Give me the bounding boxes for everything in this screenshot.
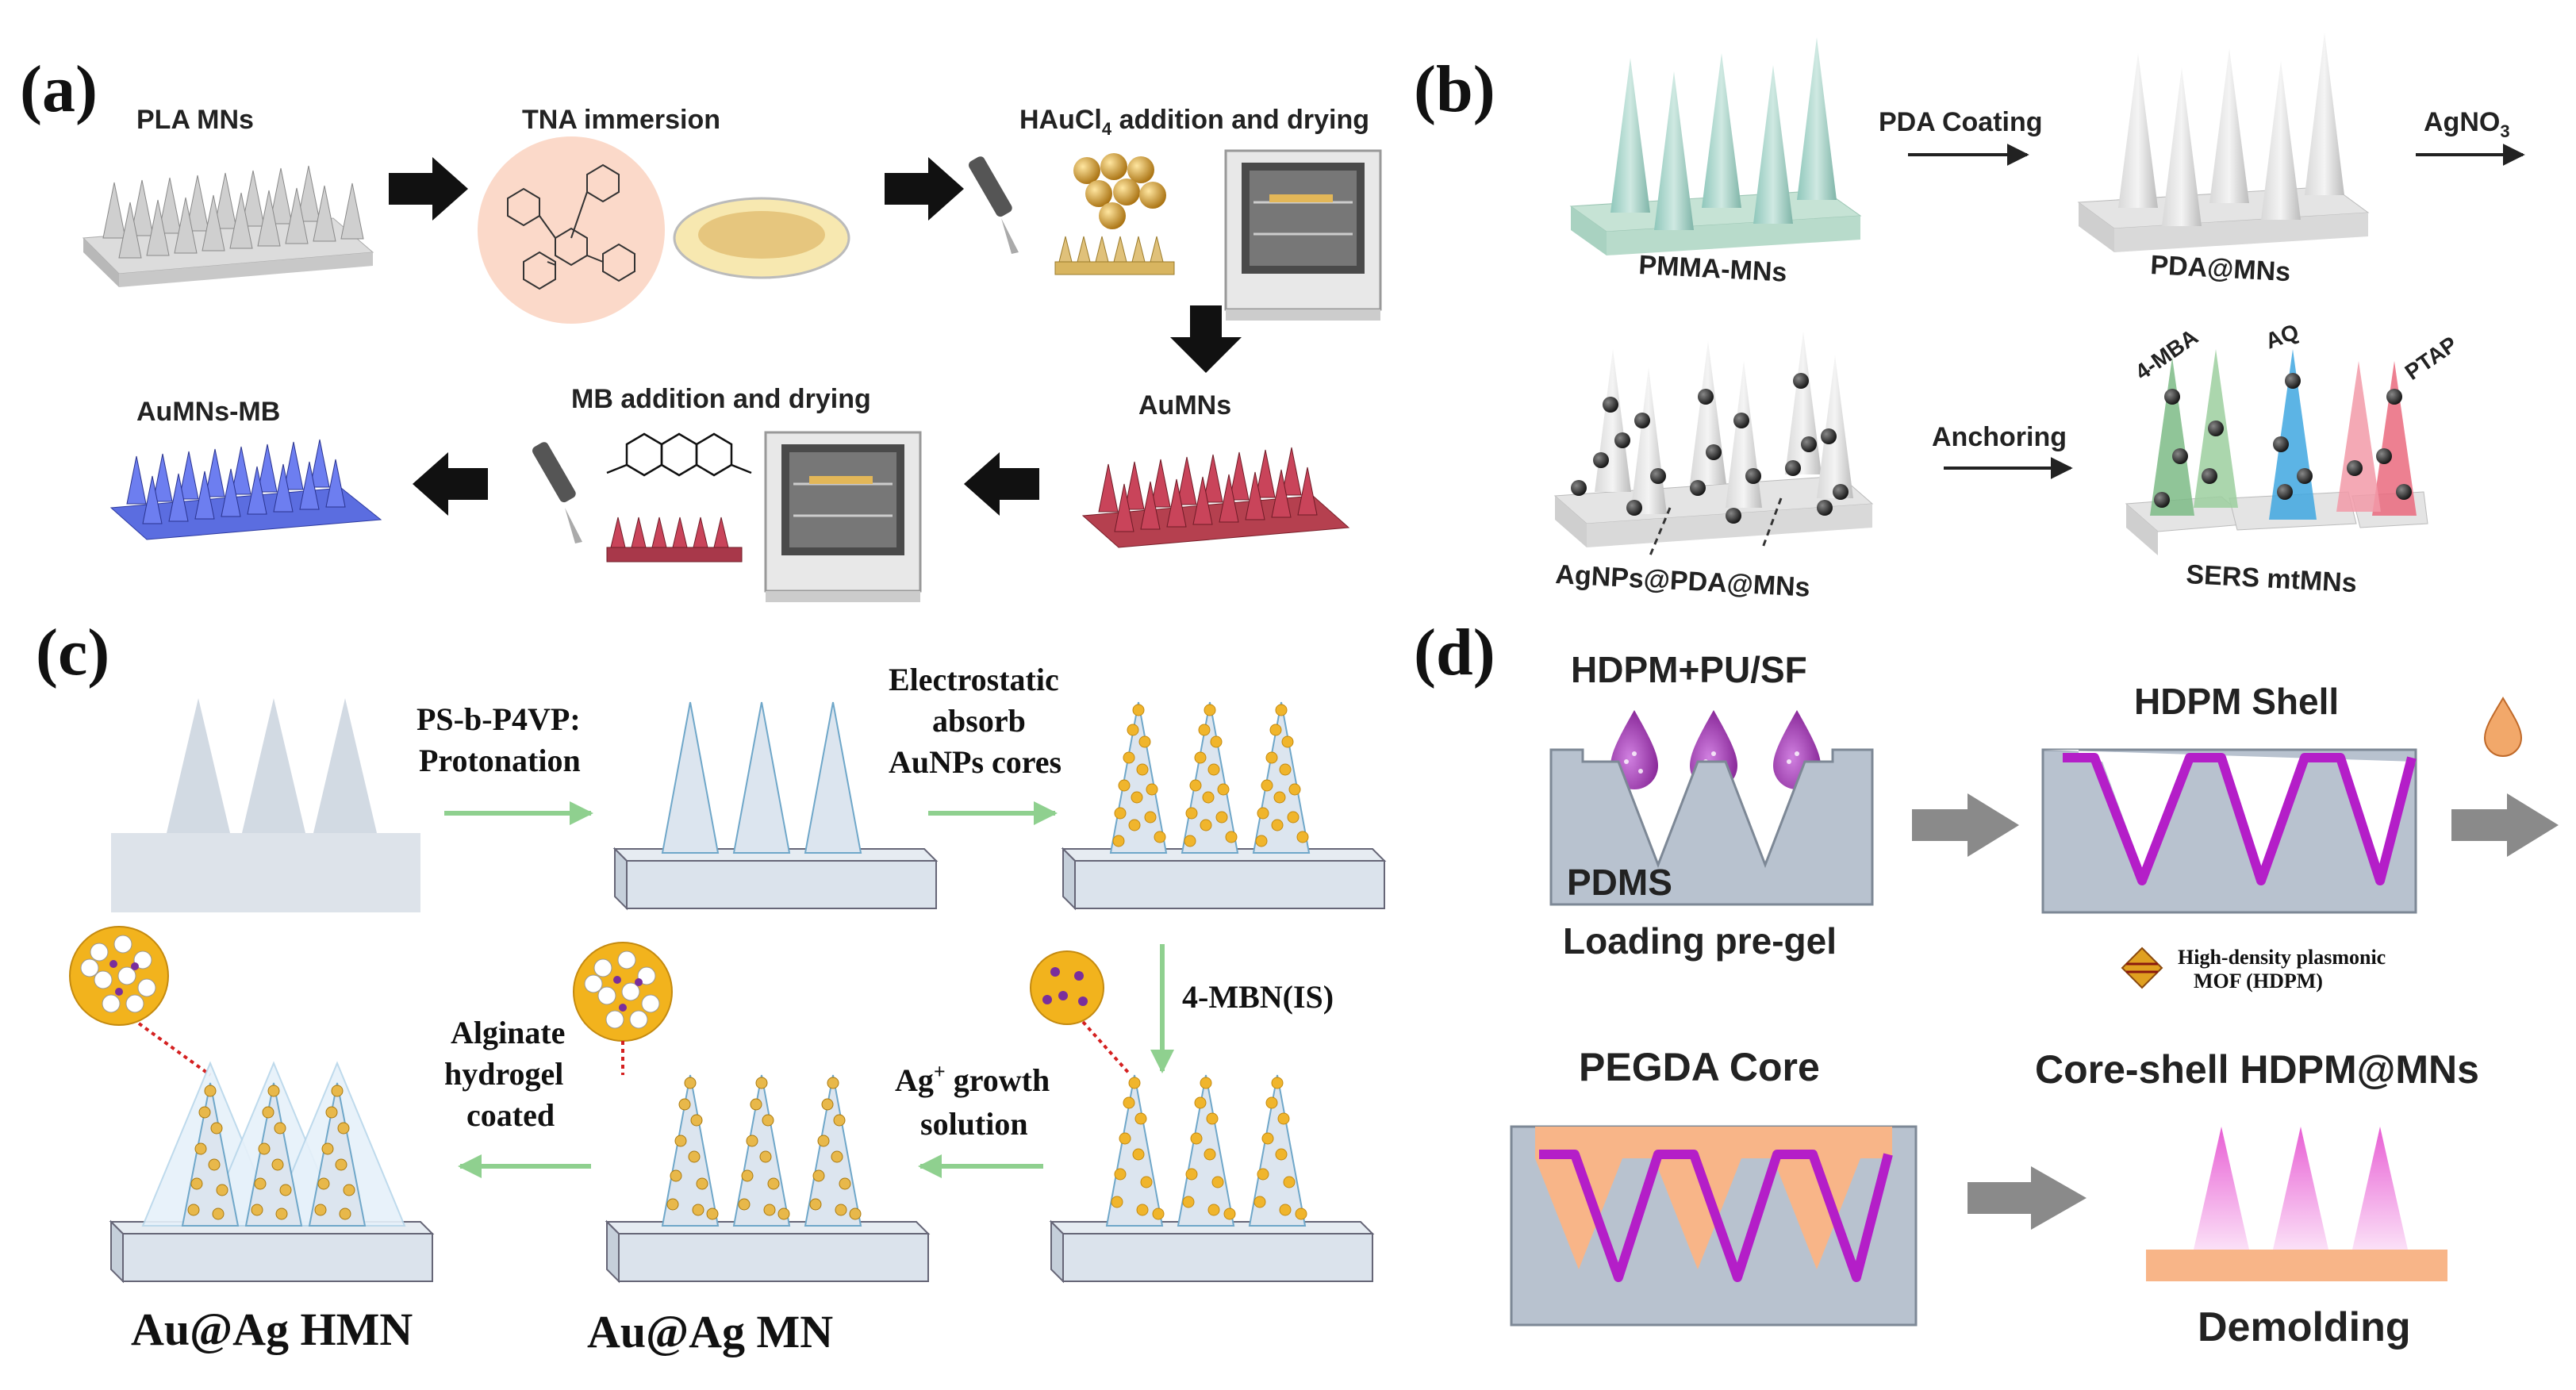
aumns-small-array xyxy=(606,516,743,563)
demolding-label: Demolding xyxy=(2198,1304,2411,1350)
c-arrow1-line1: PS-b-P4VP: xyxy=(417,701,581,737)
panel-d: (d) HDPM+PU/SF PDMS Loading pre-gel HDPM… xyxy=(1414,616,2559,1350)
pmma-mns xyxy=(1569,37,1862,255)
tag-aq: AQ xyxy=(2262,319,2302,353)
agnps-pda-mns xyxy=(1553,332,1874,556)
au-ag-hmn-label: Au@Ag HMN xyxy=(131,1304,413,1355)
pmma-mns-label: PMMA-MNs xyxy=(1638,250,1788,288)
bare-mn-array xyxy=(111,698,420,912)
c-arrow5-line2: hydrogel xyxy=(444,1056,563,1092)
c-arrow4-line1: Ag+ growth xyxy=(895,1060,1050,1098)
haucl4-label: HAuCl4 addition and drying xyxy=(1019,105,1369,139)
panel-a-label: (a) xyxy=(20,52,98,126)
petri-dish-array xyxy=(698,211,825,259)
pipette-icon xyxy=(969,156,1019,254)
arrow-d1 xyxy=(1912,793,2019,857)
arrow-a1 xyxy=(389,157,468,221)
mb-addition-label: MB addition and drying xyxy=(571,384,871,414)
arrow-a5 xyxy=(413,452,488,516)
loading-pre-gel-label: Loading pre-gel xyxy=(1563,920,1837,962)
panel-c-label: (c) xyxy=(36,616,109,689)
pdms-mold-1 xyxy=(1549,748,1874,906)
arrow-d2 xyxy=(2451,793,2559,857)
sers-mtmns-label: SERS mtMNs xyxy=(2186,559,2358,598)
aumns-mb-blue-array xyxy=(109,439,382,540)
hdpm-shell-layer xyxy=(2063,753,2417,885)
pda-mns-label: PDA@MNs xyxy=(2150,250,2291,287)
pda-mns xyxy=(2077,33,2370,252)
c-arrow5-line3: coated xyxy=(466,1097,555,1133)
pegda-core-label: PEGDA Core xyxy=(1579,1045,1820,1089)
panel-a: (a) PLA MNs TNA immersion HAuCl4 additio… xyxy=(20,52,1382,602)
arrow-a3 xyxy=(1170,305,1242,373)
hdpm-shell-layer-2 xyxy=(1539,1150,1893,1282)
tna-molecule-circle xyxy=(478,136,665,324)
anchoring-label: Anchoring xyxy=(1932,422,2067,452)
au-ag-mn-array xyxy=(573,942,931,1284)
c-arrow2-line3: AuNPs cores xyxy=(889,744,1061,780)
is-labelled-mn-array xyxy=(1049,1074,1375,1284)
panel-b-label: (b) xyxy=(1414,52,1495,126)
arrow-a4 xyxy=(964,452,1039,516)
au-ag-mn-label: Au@Ag MN xyxy=(587,1306,833,1357)
hdpm-legend-icon xyxy=(2121,947,2163,989)
tag-4mba: 4-MBA xyxy=(2131,324,2202,385)
pegda-droplet-icon xyxy=(2483,697,2523,757)
c-arrow5-line1: Alginate xyxy=(451,1015,565,1050)
hdpm-legend-line2: MOF (HDPM) xyxy=(2194,970,2323,993)
c-arrow2-line1: Electrostatic xyxy=(889,662,1059,697)
pda-coating-label: PDA Coating xyxy=(1879,107,2043,137)
c-arrow4-line2: solution xyxy=(920,1106,1028,1142)
aumns-mb-label: AuMNs-MB xyxy=(136,397,280,427)
drying-oven-2 xyxy=(764,431,922,602)
gold-nanoparticles xyxy=(1073,153,1166,229)
aumns-label: AuMNs xyxy=(1138,390,1231,420)
methylene-blue-molecule-icon xyxy=(606,432,752,477)
pipette-icon-2 xyxy=(532,442,582,543)
hdpm-legend-line1: High-density plasmonic xyxy=(2178,946,2386,969)
arrow-a2 xyxy=(885,157,964,221)
internal-standard-particle xyxy=(1030,950,1132,1077)
aumns-red-array xyxy=(1081,447,1350,548)
tag-ptap: PTAP xyxy=(2401,332,2462,385)
hdpm-pu-sf-label: HDPM+PU/SF xyxy=(1571,649,1807,690)
panel-b: (b) PMMA-MNs PDA Coating PDA@MNs AgNO xyxy=(1414,33,2525,603)
c-arrow1-line2: Protonation xyxy=(419,743,581,778)
protonated-mn-array xyxy=(612,701,939,911)
pla-mn-array xyxy=(82,165,374,287)
pla-mns-label: PLA MNs xyxy=(136,105,254,135)
gold-mn-array-small xyxy=(1054,236,1175,275)
drying-oven-1 xyxy=(1224,149,1382,321)
core-shell-label: Core-shell HDPM@MNs xyxy=(2035,1047,2479,1092)
c-arrow2-line2: absorb xyxy=(932,703,1026,739)
aunp-coated-mn-array xyxy=(1061,701,1387,911)
demolded-mn-array xyxy=(2146,1127,2447,1281)
tna-immersion-label: TNA immersion xyxy=(522,105,720,135)
panel-c: (c) PS-b-P4VP: Protonation Electrostatic… xyxy=(36,616,1387,1357)
tna-molecule-icon xyxy=(507,163,635,290)
panel-d-label: (d) xyxy=(1414,616,1495,689)
pdms-label: PDMS xyxy=(1567,862,1672,903)
c-arrow3-label: 4-MBN(IS) xyxy=(1182,979,1334,1015)
arrow-d3 xyxy=(1968,1166,2087,1230)
au-ag-hmn-array xyxy=(69,926,435,1284)
agnps-pda-mns-label: AgNPs@PDA@MNs xyxy=(1555,559,1811,603)
agno3-label: AgNO3 xyxy=(2424,107,2510,141)
hdpm-shell-label: HDPM Shell xyxy=(2134,681,2339,722)
sers-mtmns xyxy=(2125,349,2428,555)
